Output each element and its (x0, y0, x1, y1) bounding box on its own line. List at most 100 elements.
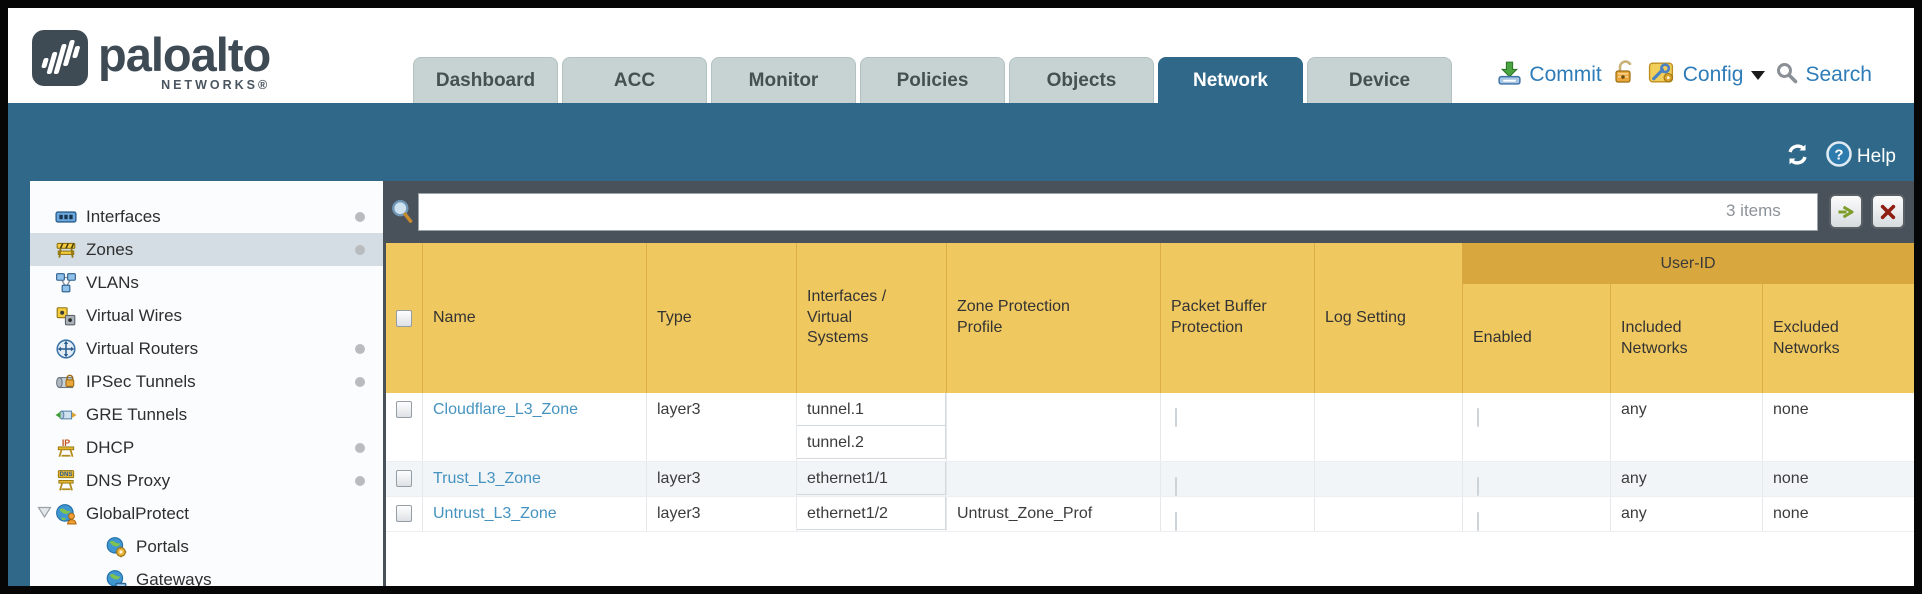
sidebar-item-dns-proxy[interactable]: DNS DNS Proxy (30, 464, 383, 497)
sidebar-item-interfaces[interactable]: Interfaces (30, 200, 383, 233)
zone-name-link[interactable]: Cloudflare_L3_Zone (433, 401, 578, 418)
dhcp-icon: IP (55, 437, 77, 459)
column-header-type[interactable]: Type (646, 243, 796, 393)
apply-filter-button[interactable] (1829, 194, 1863, 229)
virtual-routers-icon (55, 338, 77, 360)
row-checkbox[interactable] (396, 470, 412, 487)
column-header-log-setting[interactable]: Log Setting (1314, 243, 1462, 393)
change-dot (355, 344, 365, 354)
sidebar-item-ipsec-tunnels[interactable]: IPSec Tunnels (30, 365, 383, 398)
config-icon (1647, 59, 1677, 91)
network-sidebar: Interfaces Zones (30, 181, 383, 586)
interfaces-icon (55, 206, 77, 228)
portals-icon (105, 536, 127, 558)
zone-name-link[interactable]: Trust_L3_Zone (433, 470, 541, 487)
column-header-packet-buffer-protection[interactable]: Packet Buffer Protection (1160, 243, 1314, 393)
tab-policies[interactable]: Policies (860, 57, 1005, 103)
zone-name-link[interactable]: Untrust_L3_Zone (433, 505, 557, 522)
change-dot (355, 212, 365, 222)
zone-type: layer3 (646, 497, 796, 531)
tab-monitor[interactable]: Monitor (711, 57, 856, 103)
packet-buffer-checkbox (1175, 512, 1177, 531)
user-id-enabled-checkbox (1477, 408, 1479, 427)
row-checkbox[interactable] (396, 401, 412, 418)
brand-wordmark: paloalto (98, 28, 271, 81)
interface-cell: ethernet1/1 (797, 462, 946, 495)
paloalto-logo: paloalto NETWORKS® (32, 26, 271, 92)
gre-tunnels-icon (55, 404, 77, 426)
left-teal-strip (8, 181, 30, 586)
log-setting (1314, 462, 1462, 496)
sidebar-item-vlans[interactable]: VLANs (30, 266, 383, 299)
sidebar-item-label: DHCP (86, 437, 135, 457)
change-dot (355, 476, 365, 486)
globalprotect-icon (55, 503, 77, 525)
tab-acc[interactable]: ACC (562, 57, 707, 103)
main-nav-tabs: Dashboard ACC Monitor Policies Objects N… (413, 57, 1452, 103)
zone-protection-profile (946, 462, 1160, 496)
column-header-excluded-networks[interactable]: Excluded Networks (1762, 284, 1914, 393)
svg-text:IP: IP (62, 437, 70, 447)
change-dot (355, 443, 365, 453)
config-caret-icon (1751, 70, 1766, 80)
help-button[interactable]: ? Help (1825, 140, 1896, 173)
tab-objects[interactable]: Objects (1009, 57, 1154, 103)
commit-button[interactable]: Commit (1496, 59, 1602, 91)
filter-bar: 3 items (386, 181, 1914, 243)
column-header-interfaces[interactable]: Interfaces / Virtual Systems (796, 243, 946, 393)
sidebar-item-dhcp[interactable]: IP DHCP (30, 431, 383, 464)
column-header-enabled[interactable]: Enabled (1462, 284, 1610, 393)
row-checkbox[interactable] (396, 505, 412, 522)
column-header-zone-protection-profile[interactable]: Zone Protection Profile (946, 243, 1160, 393)
select-all-checkbox[interactable] (396, 309, 412, 327)
sidebar-item-label: IPSec Tunnels (86, 371, 196, 391)
teal-banner: ? Help (8, 103, 1914, 181)
sidebar-item-gateways[interactable]: Gateways (30, 563, 383, 586)
sidebar-item-label: GlobalProtect (86, 503, 189, 523)
clear-filter-button[interactable] (1871, 194, 1905, 229)
table-row[interactable]: Untrust_L3_Zone layer3 ethernet1/2 Untru… (386, 497, 1914, 532)
sidebar-item-zones[interactable]: Zones (30, 233, 383, 266)
tab-dashboard[interactable]: Dashboard (413, 57, 558, 103)
included-networks: any (1610, 393, 1762, 461)
interface-cell: ethernet1/2 (797, 497, 946, 530)
search-icon (1775, 61, 1799, 90)
table-row[interactable]: Cloudflare_L3_Zone layer3 tunnel.1 tunne… (386, 393, 1914, 462)
search-button[interactable]: Search (1775, 61, 1872, 90)
interface-cell: tunnel.1 (797, 393, 946, 426)
column-header-included-networks[interactable]: Included Networks (1610, 284, 1762, 393)
sidebar-item-virtual-wires[interactable]: Virtual Wires (30, 299, 383, 332)
excluded-networks: none (1762, 497, 1914, 531)
sidebar-item-globalprotect[interactable]: GlobalProtect (30, 497, 383, 530)
column-header-name[interactable]: Name (422, 243, 646, 393)
paloalto-logo-icon (32, 30, 88, 86)
sidebar-item-portals[interactable]: Portals (30, 530, 383, 563)
zone-protection-profile (946, 393, 1160, 461)
table-row[interactable]: Trust_L3_Zone layer3 ethernet1/1 any non… (386, 462, 1914, 497)
lock-icon[interactable] (1612, 59, 1637, 91)
sidebar-item-label: Virtual Routers (86, 338, 199, 358)
tab-network[interactable]: Network (1158, 57, 1303, 103)
sidebar-item-gre-tunnels[interactable]: GRE Tunnels (30, 398, 383, 431)
sidebar-item-label: Gateways (136, 569, 212, 587)
expand-caret-icon[interactable] (37, 506, 52, 524)
tab-device[interactable]: Device (1307, 57, 1452, 103)
change-dot (355, 377, 365, 387)
packet-buffer-checkbox (1175, 408, 1177, 427)
zones-table-header: User-ID Name Type Interfaces / Virtual S… (386, 243, 1914, 393)
zones-table-body: Cloudflare_L3_Zone layer3 tunnel.1 tunne… (386, 393, 1914, 532)
header-actions: Commit (1496, 59, 1872, 91)
sidebar-item-label: GRE Tunnels (86, 404, 188, 424)
zone-type: layer3 (646, 393, 796, 461)
zone-interfaces: ethernet1/1 (796, 462, 946, 496)
config-dropdown[interactable]: Config (1647, 59, 1766, 91)
zone-type: layer3 (646, 462, 796, 496)
filter-input[interactable] (418, 193, 1818, 231)
virtual-wires-icon (55, 305, 77, 327)
sidebar-item-virtual-routers[interactable]: Virtual Routers (30, 332, 383, 365)
log-setting (1314, 393, 1462, 461)
included-networks: any (1610, 497, 1762, 531)
ipsec-tunnels-icon (55, 371, 77, 393)
refresh-icon[interactable] (1784, 141, 1811, 173)
